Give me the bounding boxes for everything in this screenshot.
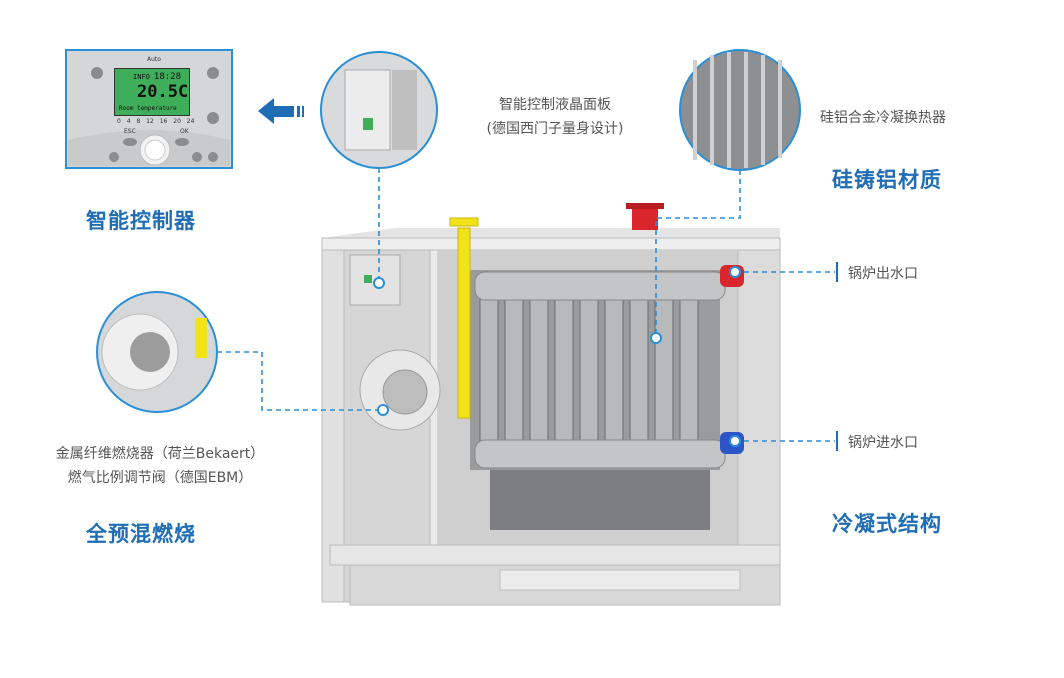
leader-lines <box>217 168 835 442</box>
zoom-circle-panel <box>320 51 438 169</box>
arrow-left-icon <box>258 98 304 124</box>
label-markers <box>836 262 838 451</box>
burner-title: 全预混燃烧 <box>86 522 196 546</box>
condensing-title: 冷凝式结构 <box>832 512 942 536</box>
zoom-circle-exchanger <box>679 49 801 171</box>
zoom-circle-burner <box>96 291 218 413</box>
lcd-label: Room temperature <box>119 105 177 112</box>
panel-caption-line2: (德国西门子量身设计) <box>486 121 624 137</box>
mode-label: Auto <box>147 56 161 63</box>
lcd-clock: 18:28 <box>153 72 181 82</box>
esc-button: ESC <box>124 128 136 135</box>
time-scale: 0 4 8 12 16 20 24 <box>117 118 195 125</box>
burner-caption-line1: 金属纤维燃烧器（荷兰Bekaert） <box>55 446 265 462</box>
lcd-screen: INFO 18:28 20.5C Room temperature <box>114 68 190 116</box>
panel-caption-line1: 智能控制液晶面板 <box>499 97 611 113</box>
inlet-label: 锅炉进水口 <box>848 435 918 451</box>
exchanger-caption: 硅铝合金冷凝换热器 <box>820 110 946 126</box>
lcd-temperature: 20.5C <box>137 82 189 102</box>
burner-caption-line2: 燃气比例调节阀（德国EBM） <box>67 470 253 486</box>
controller-title: 智能控制器 <box>86 209 196 233</box>
outlet-label: 锅炉出水口 <box>848 266 918 282</box>
boiler-body <box>321 203 781 606</box>
exchanger-title: 硅铸铝材质 <box>832 168 942 192</box>
ok-button: OK <box>180 128 189 135</box>
lcd-mode: INFO <box>133 73 150 81</box>
callout-dots <box>373 266 741 447</box>
